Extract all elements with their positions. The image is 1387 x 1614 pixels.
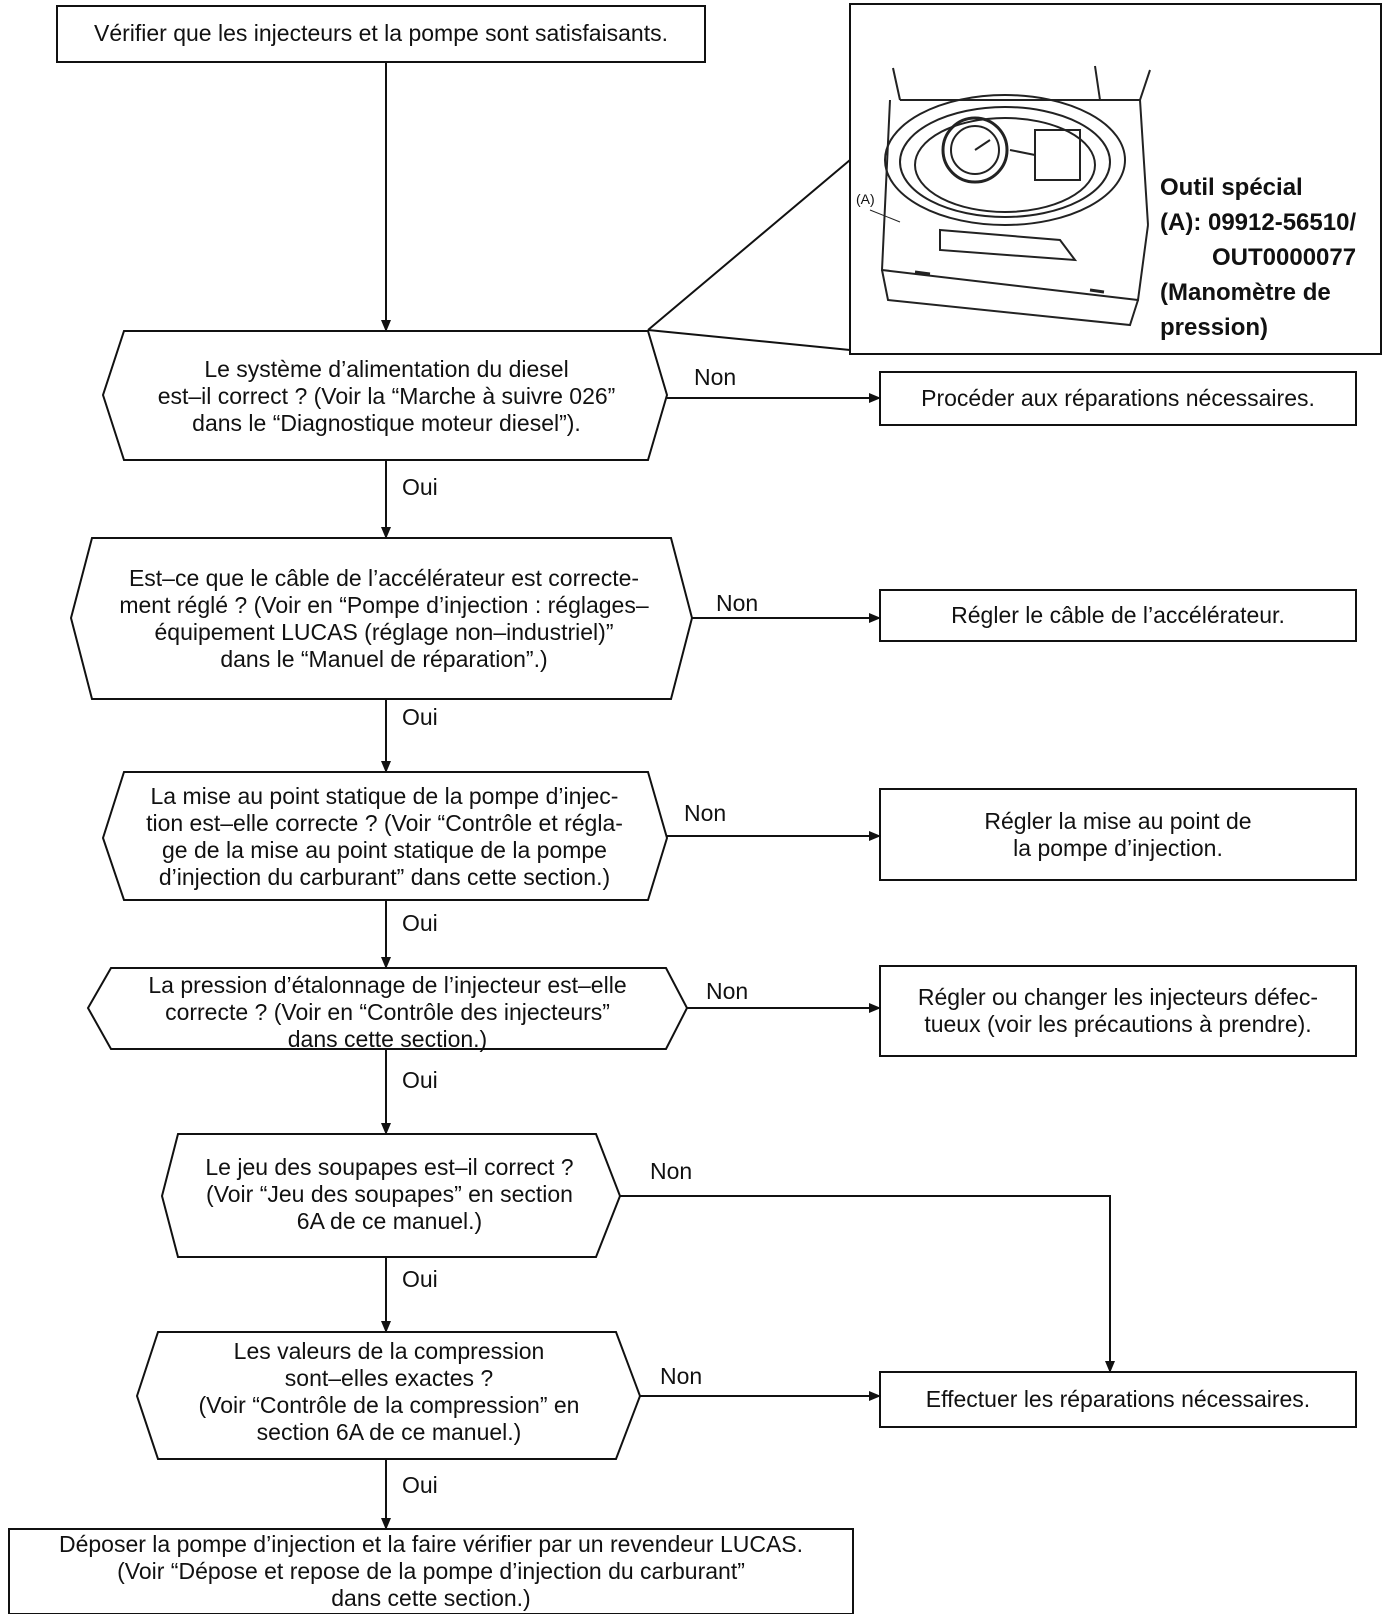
decision-2-yes-label: Oui bbox=[402, 704, 438, 730]
decision-2-shape bbox=[69, 537, 694, 700]
action-1-text: Procéder aux réparations nécessaires. bbox=[921, 385, 1315, 411]
decision-5-shape bbox=[160, 1133, 622, 1258]
tool-callout-label: (A) bbox=[856, 191, 875, 207]
decision-5-yes-label: Oui bbox=[402, 1266, 438, 1292]
decision-1-text: Le système d’alimentation du diesel est–… bbox=[157, 356, 616, 436]
tool-line-5: pression) bbox=[1160, 314, 1269, 341]
decision-4-shape bbox=[86, 967, 689, 1050]
decision-2-no-label: Non bbox=[716, 590, 759, 616]
decision-4-text: La pression d’étalonnage de l’injecteur … bbox=[148, 972, 627, 1052]
decision-4-no-label: Non bbox=[706, 978, 749, 1004]
decision-3-no-label: Non bbox=[684, 800, 727, 826]
tool-frame bbox=[849, 3, 1382, 355]
tool-line-4: (Manomètre de bbox=[1160, 279, 1331, 306]
decision-6-text: Les valeurs de la compression sont–elles… bbox=[198, 1338, 580, 1445]
decision-3-text: La mise au point statique de la pompe d’… bbox=[146, 783, 623, 890]
action-3-text: Régler la mise au point de la pompe d’in… bbox=[984, 808, 1252, 861]
decision-2-text: Est–ce que le câble de l’accélérateur es… bbox=[119, 565, 649, 672]
decision-5-text: Le jeu des soupapes est–il correct ? (Vo… bbox=[205, 1154, 574, 1234]
start-text: Vérifier que les injecteurs et la pompe … bbox=[93, 20, 668, 46]
tool-line-1: Outil spécial bbox=[1160, 174, 1303, 201]
callout-line-top bbox=[647, 159, 851, 331]
action-2-text: Régler le câble de l’accélérateur. bbox=[951, 602, 1285, 628]
end-text: Déposer la pompe d’injection et la faire… bbox=[58, 1531, 804, 1611]
decision-6-shape bbox=[135, 1331, 642, 1460]
decision-5-no-label: Non bbox=[650, 1158, 693, 1184]
decision-1-shape bbox=[101, 330, 669, 461]
decision-1-yes-label: Oui bbox=[402, 474, 438, 500]
decision-6-yes-label: Oui bbox=[402, 1472, 438, 1498]
decision-3-shape bbox=[101, 771, 669, 901]
pressure-gauge-kit-illustration bbox=[869, 65, 1151, 327]
callout-line-bottom bbox=[647, 329, 851, 351]
action-4-text: Régler ou changer les injecteurs défec- … bbox=[917, 984, 1319, 1037]
flow-d5-no bbox=[620, 1195, 1115, 1373]
action-5-text: Effectuer les réparations nécessaires. bbox=[925, 1386, 1311, 1412]
decision-4-yes-label: Oui bbox=[402, 1067, 438, 1093]
decision-1-no-label: Non bbox=[694, 364, 737, 390]
decision-3-yes-label: Oui bbox=[402, 910, 438, 936]
end-box bbox=[8, 1528, 854, 1614]
start-box bbox=[56, 5, 706, 63]
tool-line-2: (A): 09912-56510/ bbox=[1160, 209, 1357, 236]
decision-6-no-label: Non bbox=[660, 1363, 703, 1389]
tool-line-3: OUT0000077 bbox=[1212, 244, 1357, 271]
